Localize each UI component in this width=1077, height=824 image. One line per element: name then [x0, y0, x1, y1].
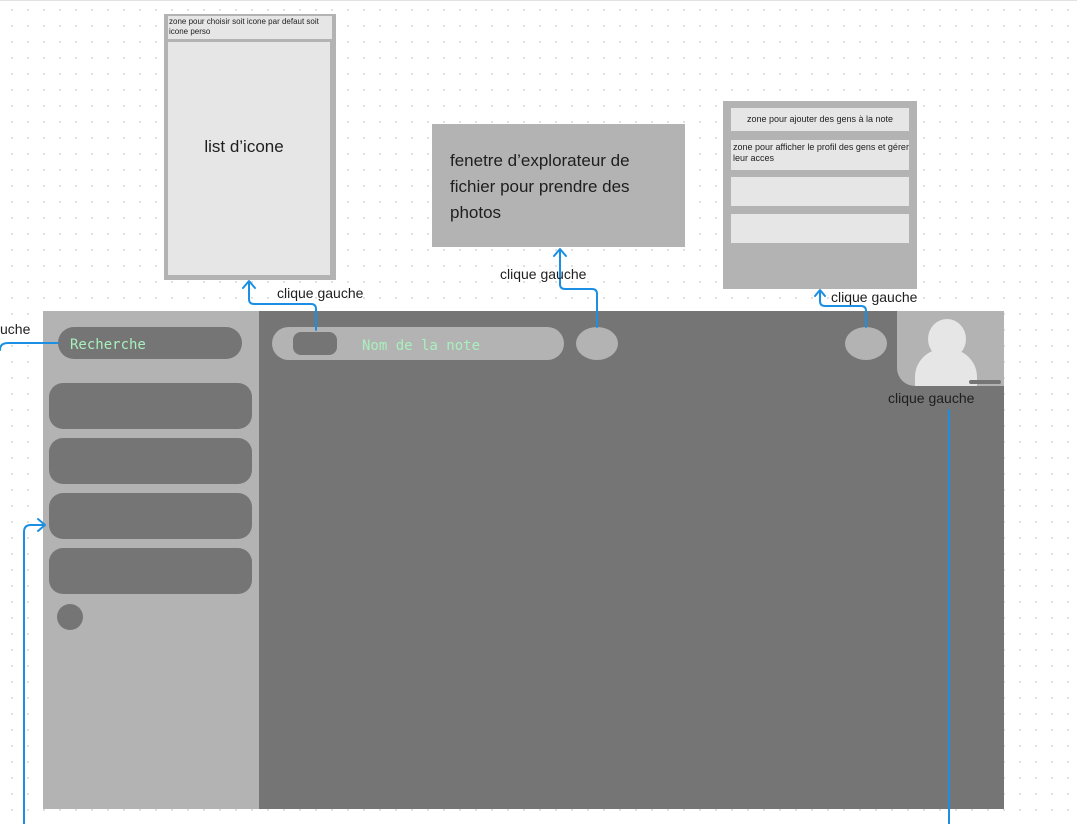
arrow-up-icon: [553, 248, 567, 257]
connector-icon-picker: [248, 281, 317, 331]
share-click-label: clique gauche: [831, 289, 918, 305]
note-icon-button[interactable]: [293, 332, 337, 355]
profile-button[interactable]: [897, 311, 1004, 386]
note-title: Nom de la note: [362, 338, 481, 354]
icon-type-zone-label: zone pour choisir soit icone par defaut …: [169, 17, 319, 36]
sidebar-note-item-4[interactable]: [49, 548, 252, 594]
sidebar-note-item-2[interactable]: [49, 438, 252, 484]
sidebar-note-item-1[interactable]: [49, 383, 252, 429]
people-slot-1[interactable]: [731, 177, 909, 206]
note-editor-area[interactable]: [259, 311, 1004, 809]
photo-button[interactable]: [576, 327, 618, 360]
arrow-right-icon: [37, 518, 46, 532]
connector-file-explorer: [559, 249, 598, 328]
profile-click-label: clique gauche: [888, 390, 975, 406]
top-divider: [0, 0, 1077, 1]
add-people-label: zone pour ajouter des gens à la note: [746, 114, 894, 124]
search-label: Recherche: [70, 337, 146, 353]
connector-search: [0, 342, 59, 351]
search-click-label: uche: [0, 321, 31, 337]
arrow-up-icon: [242, 280, 256, 289]
add-people-zone[interactable]: [731, 108, 909, 131]
icon-type-zone[interactable]: [168, 16, 332, 39]
people-profile-zone[interactable]: [731, 140, 909, 170]
user-silhouette-body: [915, 349, 977, 386]
file-explorer-panel: [432, 124, 685, 247]
people-slot-2[interactable]: [731, 214, 909, 243]
connector-share-panel: [819, 290, 867, 328]
sidebar-note-item-3[interactable]: [49, 493, 252, 539]
search-input[interactable]: [58, 327, 242, 359]
icon-click-label: clique gauche: [277, 285, 364, 301]
connector-note-item: [23, 524, 45, 824]
icon-list-label: list d’icone: [204, 137, 284, 156]
arrow-up-icon: [814, 289, 826, 297]
share-button[interactable]: [845, 327, 887, 360]
profile-indicator: [969, 380, 1001, 384]
file-explorer-label: fenetre d’explorateur de fichier pour pr…: [450, 151, 630, 222]
photo-click-label: clique gauche: [500, 266, 587, 282]
icon-list[interactable]: [168, 42, 330, 275]
add-note-button[interactable]: [57, 604, 83, 630]
people-profile-label: zone pour afficher le profil des gens et…: [733, 142, 909, 163]
